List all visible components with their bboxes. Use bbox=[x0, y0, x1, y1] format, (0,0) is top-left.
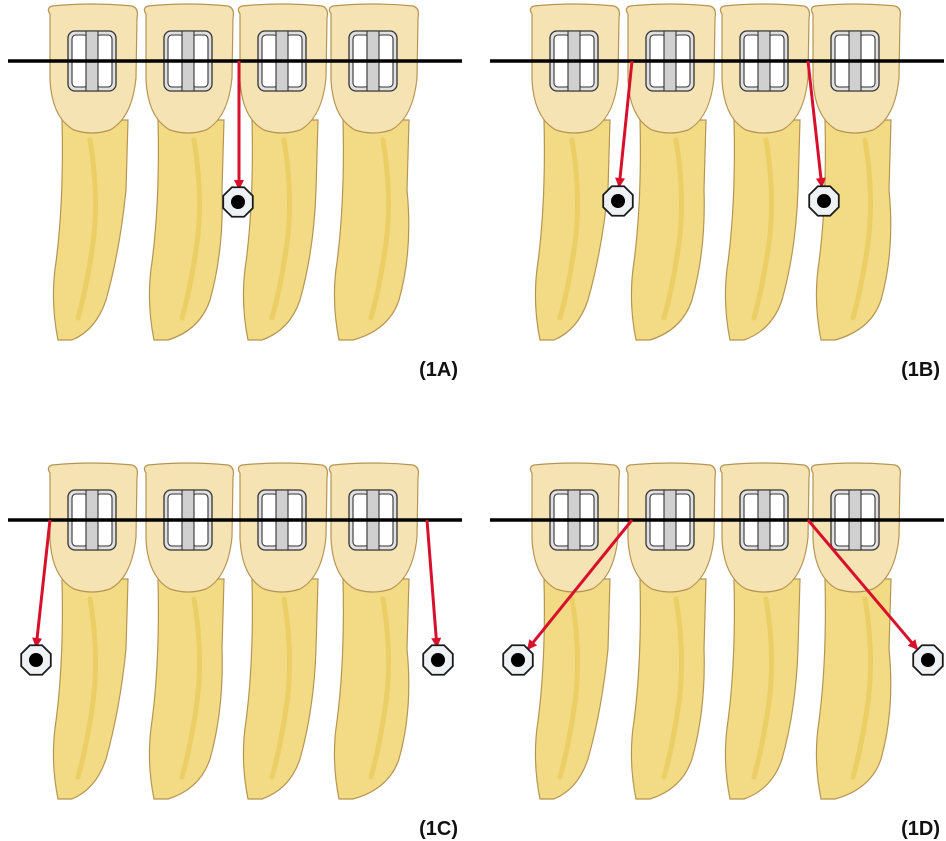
tooth-root bbox=[725, 120, 800, 340]
panel-1D: (1D) bbox=[490, 463, 944, 840]
tooth-2 bbox=[626, 463, 715, 799]
anchor-core bbox=[921, 653, 935, 667]
tooth-2 bbox=[144, 463, 233, 799]
tooth-3 bbox=[720, 4, 809, 340]
anchor-core bbox=[511, 653, 525, 667]
anchor-icon bbox=[21, 645, 51, 675]
anchor-icon bbox=[809, 186, 839, 216]
tooth-root bbox=[243, 579, 318, 799]
panels-root: (1A) (1B) (1C) (1D) bbox=[8, 4, 944, 840]
panel-label: (1C) bbox=[419, 818, 458, 840]
tooth-root bbox=[243, 120, 318, 340]
tooth-3 bbox=[238, 463, 327, 799]
tooth-4 bbox=[811, 4, 900, 340]
panel-label: (1D) bbox=[901, 818, 940, 840]
panel-1B: (1B) bbox=[490, 4, 944, 381]
tooth-1 bbox=[48, 463, 137, 799]
panel-label: (1B) bbox=[901, 359, 940, 381]
panel-1A: (1A) bbox=[8, 4, 462, 381]
force-arrow bbox=[427, 520, 441, 648]
tooth-1 bbox=[48, 4, 137, 340]
anchor-core bbox=[431, 653, 445, 667]
anchor-core bbox=[817, 194, 831, 208]
anchor-icon bbox=[503, 645, 533, 675]
panel-1C: (1C) bbox=[8, 463, 462, 840]
tooth-4 bbox=[329, 463, 418, 799]
force-arrow-shaft bbox=[36, 520, 50, 646]
anchor-icon bbox=[223, 187, 253, 217]
tooth-root bbox=[725, 579, 800, 799]
anchor-core bbox=[611, 194, 625, 208]
force-arrow-shaft bbox=[427, 520, 437, 646]
anchor-icon bbox=[603, 186, 633, 216]
tooth-1 bbox=[530, 4, 619, 340]
anchor-icon bbox=[423, 645, 453, 675]
force-arrow-shaft bbox=[619, 61, 632, 186]
anchor-icon bbox=[913, 645, 943, 675]
tooth-4 bbox=[329, 4, 418, 340]
anchor-core bbox=[29, 653, 43, 667]
tooth-3 bbox=[720, 463, 809, 799]
force-arrow bbox=[32, 520, 50, 648]
tooth-2 bbox=[144, 4, 233, 340]
panel-label: (1A) bbox=[419, 359, 458, 381]
tooth-2 bbox=[626, 4, 715, 340]
anchor-core bbox=[231, 195, 245, 209]
tooth-3 bbox=[238, 4, 327, 340]
tooth-4 bbox=[811, 463, 900, 799]
